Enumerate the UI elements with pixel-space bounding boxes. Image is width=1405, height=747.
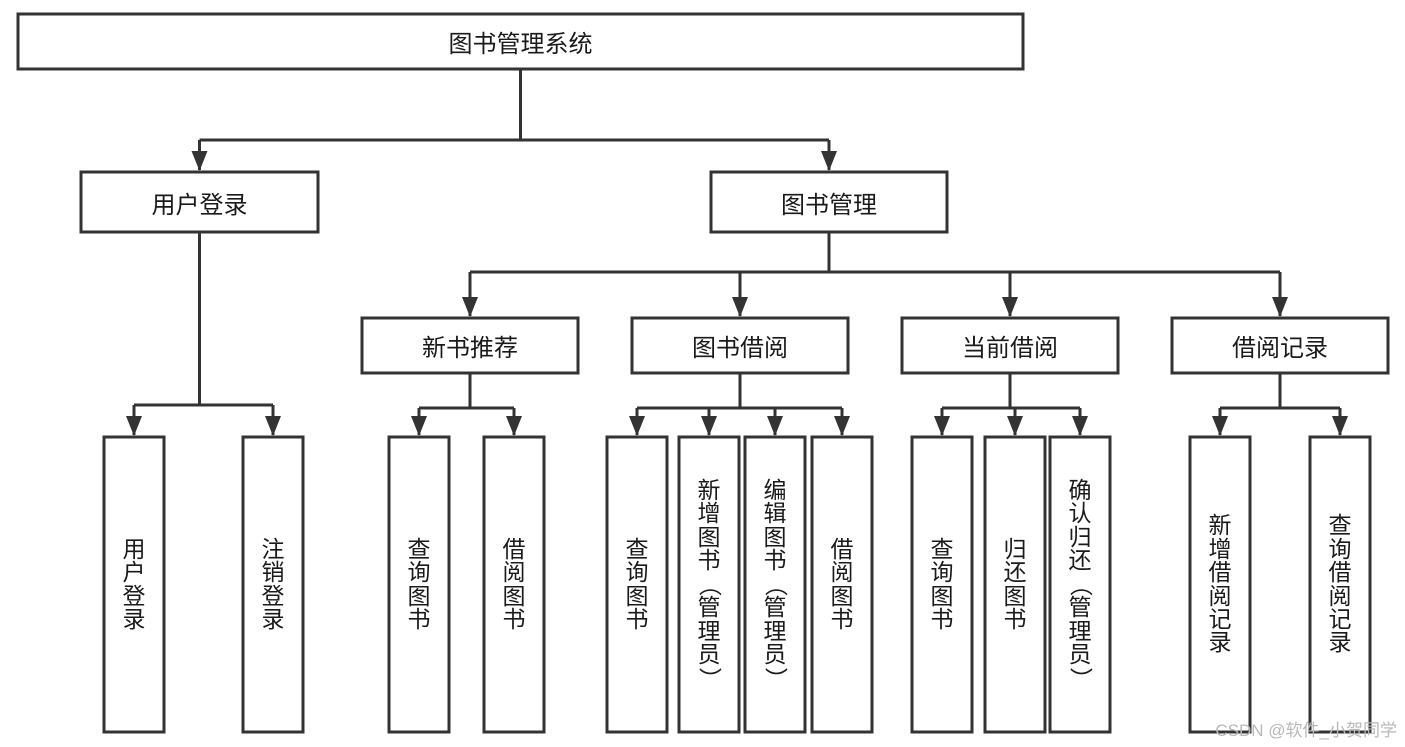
edges-layer — [126, 69, 1348, 436]
arrow-head-icon — [934, 416, 950, 436]
arrow-head-icon — [126, 416, 142, 436]
leaf-box-1[interactable] — [241, 435, 305, 734]
arrow-head-icon — [1002, 297, 1018, 317]
arrow-head-icon — [1332, 416, 1348, 436]
root-box-0[interactable] — [16, 12, 1025, 71]
leaf-box-2[interactable] — [387, 435, 451, 734]
arrow-head-icon — [506, 416, 522, 436]
level2-box-1[interactable] — [709, 170, 949, 234]
arrow-head-icon — [1007, 416, 1023, 436]
level3-box-0[interactable] — [360, 316, 580, 375]
arrow-head-icon — [1072, 416, 1088, 436]
arrow-head-icon — [265, 416, 281, 436]
leaf-box-3[interactable] — [482, 435, 546, 734]
level3-box-1[interactable] — [630, 316, 850, 375]
arrow-head-icon — [1272, 297, 1288, 317]
arrow-head-icon — [462, 297, 478, 317]
leaf-box-6[interactable] — [743, 435, 807, 734]
arrow-head-icon — [834, 416, 850, 436]
arrow-head-icon — [629, 416, 645, 436]
leaf-box-7[interactable] — [810, 435, 874, 734]
leaf-box-8[interactable] — [910, 435, 974, 734]
arrow-head-icon — [411, 416, 427, 436]
arrow-head-icon — [701, 416, 717, 436]
leaf-box-9[interactable] — [983, 435, 1047, 734]
leaf-box-5[interactable] — [677, 435, 741, 734]
level3-box-3[interactable] — [1170, 316, 1390, 375]
leaf-box-10[interactable] — [1048, 435, 1112, 734]
arrow-head-icon — [191, 151, 208, 171]
leaf-box-11[interactable] — [1188, 435, 1252, 734]
boxes-layer — [16, 12, 1390, 734]
leaf-box-4[interactable] — [605, 435, 669, 734]
arrow-head-icon — [767, 416, 783, 436]
arrow-head-icon — [821, 151, 837, 171]
level2-box-0[interactable] — [79, 170, 320, 234]
arrow-head-icon — [1212, 416, 1228, 436]
level3-box-2[interactable] — [900, 316, 1120, 375]
arrow-head-icon — [732, 297, 748, 317]
leaf-box-12[interactable] — [1308, 435, 1372, 734]
leaf-box-0[interactable] — [102, 435, 166, 734]
